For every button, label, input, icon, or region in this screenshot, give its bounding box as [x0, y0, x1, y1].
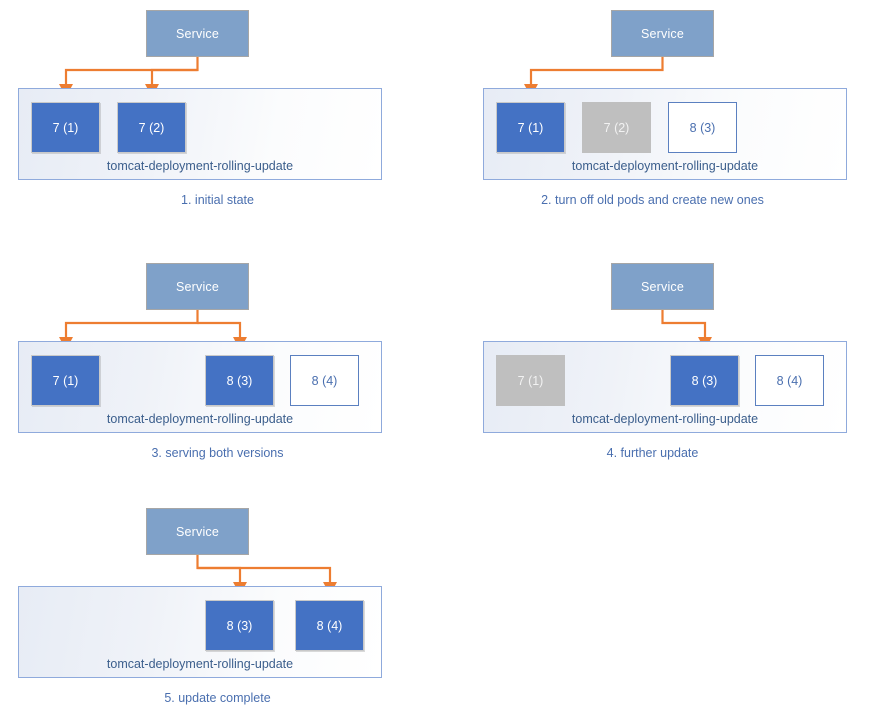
deployment-label: tomcat-deployment-rolling-update [571, 412, 759, 426]
panel-step-4: Service tomcat-deployment-rolling-update… [435, 245, 870, 475]
panel-step-1: Service tomcat-deployment-rolling-update… [0, 0, 435, 230]
pod-label: 8 (4) [311, 373, 338, 388]
service-label: Service [640, 26, 685, 41]
pod-7-1[interactable]: 7 (1) [496, 102, 565, 153]
pod-8-3[interactable]: 8 (3) [668, 102, 737, 153]
pod-8-3[interactable]: 8 (3) [205, 600, 274, 651]
deployment-label: tomcat-deployment-rolling-update [106, 159, 294, 173]
pod-label: 7 (1) [52, 373, 79, 388]
service-node[interactable]: Service [146, 10, 249, 57]
pod-7-1[interactable]: 7 (1) [31, 102, 100, 153]
pod-8-3[interactable]: 8 (3) [670, 355, 739, 406]
pod-8-4[interactable]: 8 (4) [295, 600, 364, 651]
pod-7-1[interactable]: 7 (1) [496, 355, 565, 406]
pod-8-4[interactable]: 8 (4) [755, 355, 824, 406]
panel-step-2: Service tomcat-deployment-rolling-update… [435, 0, 870, 230]
pod-label: 8 (3) [689, 120, 716, 135]
service-label: Service [175, 524, 220, 539]
pod-7-2[interactable]: 7 (2) [582, 102, 651, 153]
pod-label: 8 (4) [316, 618, 343, 633]
panel-step-5: Service tomcat-deployment-rolling-update… [0, 490, 435, 720]
service-label: Service [175, 26, 220, 41]
panel-caption: 4. further update [606, 446, 699, 460]
panel-step-3: Service tomcat-deployment-rolling-update… [0, 245, 435, 475]
pod-8-4[interactable]: 8 (4) [290, 355, 359, 406]
pod-label: 8 (4) [776, 373, 803, 388]
deployment-label: tomcat-deployment-rolling-update [106, 412, 294, 426]
panel-caption: 3. serving both versions [151, 446, 284, 460]
pod-label: 8 (3) [226, 373, 253, 388]
pod-label: 8 (3) [691, 373, 718, 388]
pod-7-1[interactable]: 7 (1) [31, 355, 100, 406]
service-label: Service [175, 279, 220, 294]
panel-caption: 2. turn off old pods and create new ones [541, 193, 764, 207]
service-node[interactable]: Service [146, 508, 249, 555]
service-node[interactable]: Service [146, 263, 249, 310]
pod-label: 7 (2) [603, 120, 630, 135]
pod-7-2[interactable]: 7 (2) [117, 102, 186, 153]
service-label: Service [640, 279, 685, 294]
panel-caption: 5. update complete [164, 691, 271, 705]
service-node[interactable]: Service [611, 10, 714, 57]
pod-label: 8 (3) [226, 618, 253, 633]
pod-8-3[interactable]: 8 (3) [205, 355, 274, 406]
deployment-label: tomcat-deployment-rolling-update [106, 657, 294, 671]
deployment-label: tomcat-deployment-rolling-update [571, 159, 759, 173]
service-node[interactable]: Service [611, 263, 714, 310]
pod-label: 7 (1) [52, 120, 79, 135]
pod-label: 7 (1) [517, 373, 544, 388]
pod-label: 7 (2) [138, 120, 165, 135]
pod-label: 7 (1) [517, 120, 544, 135]
panel-caption: 1. initial state [181, 193, 254, 207]
